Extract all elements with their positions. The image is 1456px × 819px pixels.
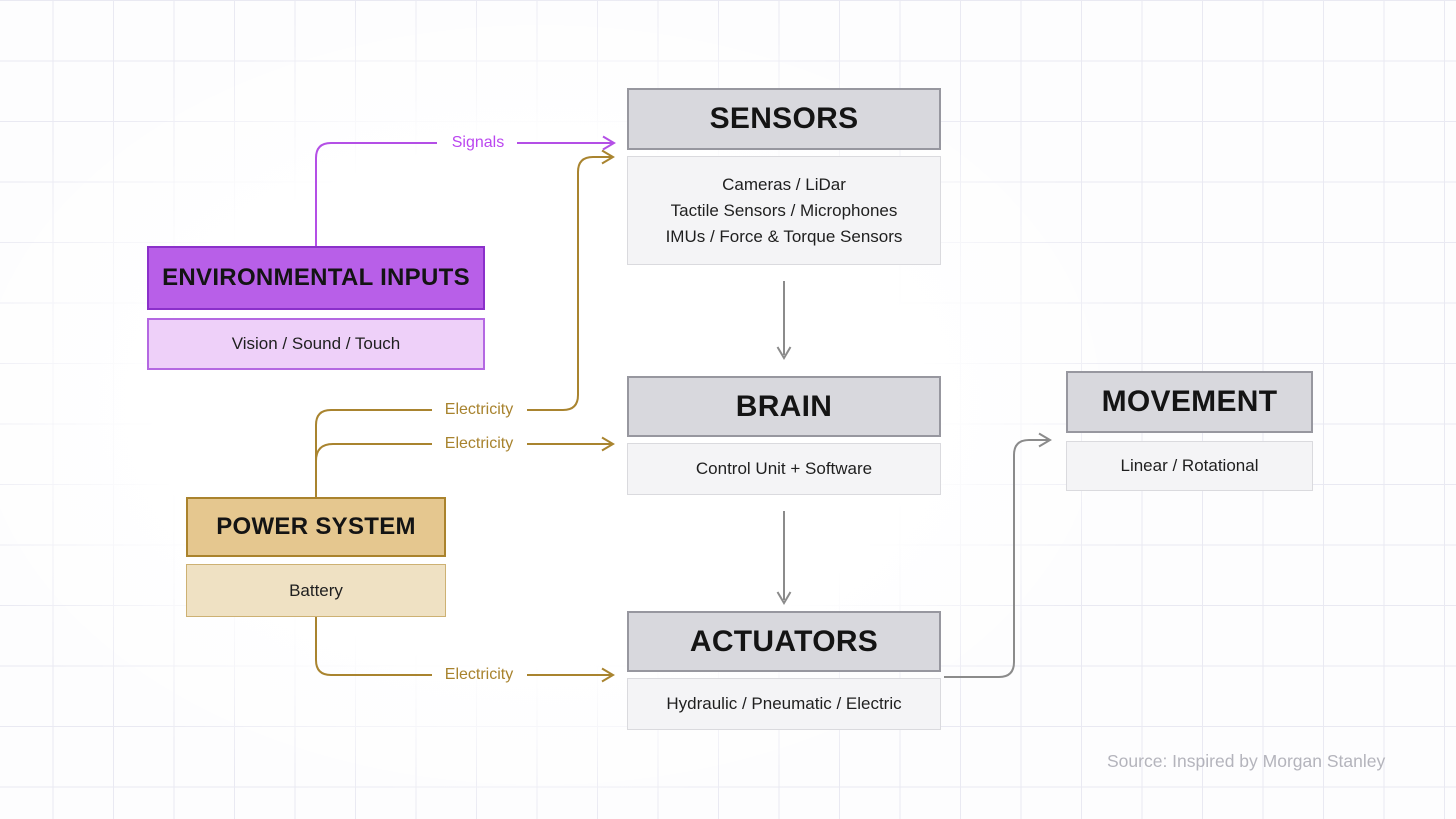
node-actuators-body: Hydraulic / Pneumatic / Electric	[627, 678, 941, 730]
edge-label-signals: Signals	[451, 134, 505, 151]
edge-sensors-brain	[776, 281, 792, 360]
source-note: Source: Inspired by Morgan Stanley	[1107, 751, 1386, 771]
arrowhead-right-icon	[601, 436, 615, 452]
node-environmental-inputs-body: Vision / Sound / Touch	[147, 318, 485, 370]
arrowhead-right-icon	[1038, 432, 1052, 448]
node-brain-header: BRAIN	[627, 376, 941, 437]
edge-electricity-brain	[315, 436, 615, 462]
edge-actuators-movement	[944, 432, 1052, 678]
node-brain-body: Control Unit + Software	[627, 443, 941, 495]
arrowhead-down-icon	[776, 591, 792, 605]
node-power-system-header: POWER SYSTEM	[186, 497, 446, 557]
edge-brain-actuators	[776, 511, 792, 605]
node-sensors-header: SENSORS	[627, 88, 941, 150]
edge-electricity-sensors	[315, 149, 615, 497]
edge-label-electricity-brain: Electricity	[444, 435, 514, 452]
edge-electricity-actuators	[315, 617, 615, 683]
node-movement-header: MOVEMENT	[1066, 371, 1313, 433]
node-movement-body: Linear / Rotational	[1066, 441, 1313, 491]
sensors-body-line: Cameras / LiDar	[722, 174, 846, 194]
sensors-body-line: IMUs / Force & Torque Sensors	[665, 226, 903, 246]
edge-label-electricity-actuators: Electricity	[444, 666, 514, 683]
node-power-system-body: Battery	[186, 564, 446, 617]
node-environmental-inputs-header: ENVIRONMENTAL INPUTS	[147, 246, 485, 310]
edge-label-electricity-sensors: Electricity	[444, 401, 514, 418]
sensors-body-line: Tactile Sensors / Microphones	[670, 200, 898, 220]
arrowhead-right-icon	[601, 667, 615, 683]
node-actuators-header: ACTUATORS	[627, 611, 941, 672]
arrowhead-right-icon	[601, 149, 615, 165]
edge-signals	[315, 135, 616, 246]
arrowhead-right-icon	[602, 135, 616, 151]
arrowhead-down-icon	[776, 346, 792, 360]
node-sensors-body: Cameras / LiDar Tactile Sensors / Microp…	[627, 156, 941, 265]
